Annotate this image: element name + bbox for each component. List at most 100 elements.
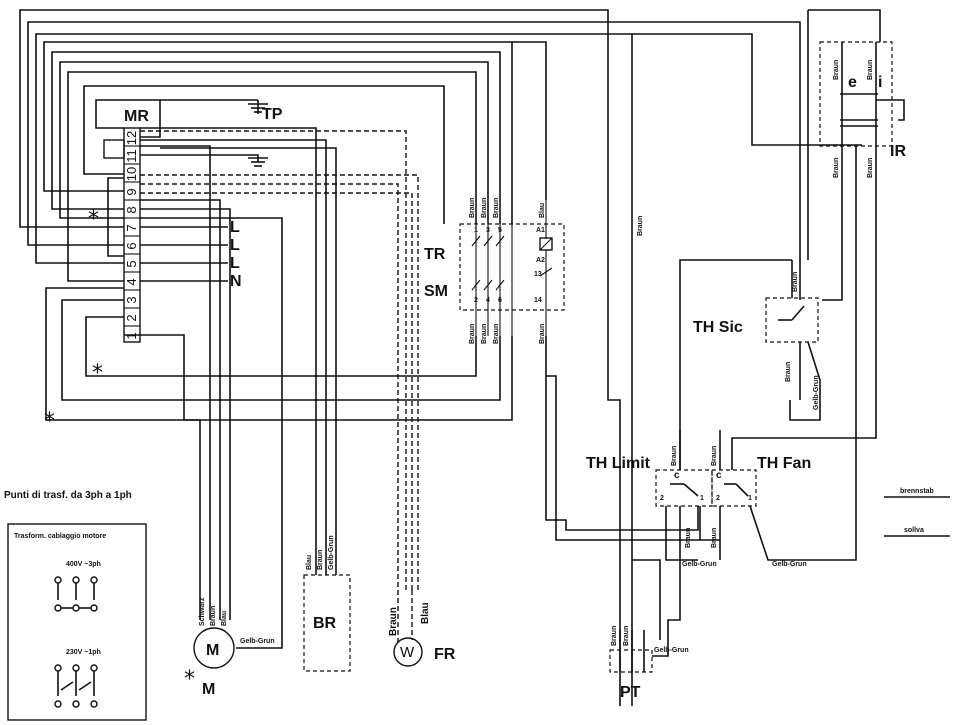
conversion-note: Punti di trasf. da 3ph a 1ph: [4, 490, 132, 501]
wire-label-braun-ir-1: Braun: [833, 60, 840, 80]
asterisk-marker-3: *: [88, 207, 99, 232]
th-limit-label: TH Limit: [586, 455, 651, 472]
th-fan-pin-1: 1: [748, 495, 752, 502]
legend-top-label: brennstab: [900, 488, 934, 495]
wire-label-braun-6: Braun: [493, 324, 500, 344]
wire-label-braun-1: Braun: [469, 198, 476, 218]
legend-bottom-label: sollva: [904, 527, 924, 534]
br-label: BR: [313, 615, 337, 632]
pin-5: 5: [498, 227, 502, 234]
m-label: M: [202, 681, 215, 698]
mr-label: MR: [124, 108, 149, 125]
legend: [884, 496, 950, 537]
pin-2: 2: [474, 297, 478, 304]
wire-label-braun-3: Braun: [493, 198, 500, 218]
wire-bundle-left: [19, 9, 862, 706]
wire-label-braun-fr: Braun: [388, 607, 399, 636]
motor-box-400v: 400V ~3ph: [66, 561, 101, 568]
pin-13: 13: [534, 271, 542, 278]
wire-label-blau-br: Blau: [306, 555, 313, 570]
wire-label-gelb-gruen-fan: Gelb-Grun: [772, 561, 807, 568]
wire-label-braun-limit-2: Braun: [685, 528, 692, 548]
right-vertical-wires: [631, 34, 877, 706]
wire-label-blau-fr: Blau: [420, 602, 431, 624]
wire-label-braun-sic-1: Braun: [792, 272, 799, 292]
component-ir: [807, 9, 905, 260]
wire-label-braun-ir-4: Braun: [867, 158, 874, 178]
terminal-2: 2: [124, 314, 139, 321]
ground-tp: [95, 99, 268, 138]
supply-lines: [140, 226, 228, 282]
supply-n-label: N: [230, 273, 242, 290]
terminal-3: 3: [124, 296, 139, 303]
terminal-9: 9: [124, 188, 139, 195]
th-fan-label: TH Fan: [757, 455, 811, 472]
wire-label-braun-fan-2: Braun: [711, 528, 718, 548]
component-br: [140, 127, 351, 672]
pin-4: 4: [486, 297, 490, 304]
wire-label-braun-limit: Braun: [671, 446, 678, 466]
wire-label-braun-pt-1: Braun: [611, 626, 618, 646]
fan-symbol-letter: W: [400, 644, 415, 661]
ground-symbol: [140, 154, 268, 167]
component-pt: [609, 630, 669, 673]
th-fan-pin-2: 2: [716, 495, 720, 502]
asterisk-marker-1: *: [92, 361, 103, 386]
wire-label-braun-main: Braun: [637, 216, 644, 236]
pin-a1: A1: [536, 227, 545, 234]
terminal-1: 1: [124, 332, 139, 339]
motor-symbol-letter: M: [206, 642, 219, 659]
component-fr: [393, 590, 423, 667]
pt-label: PT: [620, 684, 641, 701]
thermostat-th-limit-fan: [545, 145, 857, 650]
wire-label-gelb-gruen-br: Gelb-Grun: [328, 535, 335, 570]
wire-label-gelb-gruen-sic: Gelb-Grun: [813, 375, 820, 410]
th-fan-c-label: c: [716, 470, 722, 481]
terminal-7: 7: [124, 224, 139, 231]
pin-a2: A2: [536, 257, 545, 264]
pin-1: 1: [474, 227, 478, 234]
wire-label-braun-ir-2: Braun: [867, 60, 874, 80]
wire-label-braun-sic-2: Braun: [785, 362, 792, 382]
ir-i-label: i: [878, 74, 882, 91]
supply-l2-label: L: [230, 237, 240, 254]
terminal-11: 11: [124, 149, 139, 163]
wire-label-braun-pt-2: Braun: [623, 626, 630, 646]
terminal-12: 12: [124, 131, 139, 145]
pin-6: 6: [498, 297, 502, 304]
wire-label-braun-7: Braun: [539, 324, 546, 344]
sm-label: SM: [424, 283, 448, 300]
terminal-5: 5: [124, 260, 139, 267]
wire-label-braun-fan: Braun: [711, 446, 718, 466]
th-limit-pin-2: 2: [660, 495, 664, 502]
supply-l1-label: L: [230, 219, 240, 236]
th-limit-c-label: c: [674, 470, 680, 481]
bridge-loops: [45, 287, 513, 421]
wire-label-gelb-gruen-motor: Gelb-Grun: [240, 638, 275, 645]
wire-label-schwarz: Schwarz: [199, 597, 206, 626]
terminal-4: 4: [124, 278, 139, 285]
coil-wire: [512, 41, 547, 200]
pin-14: 14: [534, 297, 542, 304]
th-limit-pin-1: 1: [700, 495, 704, 502]
wire-label-gelb-gruen-limit: Gelb-Grun: [682, 561, 717, 568]
ir-e-label: e: [848, 74, 857, 91]
wire-label-braun-5: Braun: [481, 324, 488, 344]
wire-label-gelb-gruen-pt: Gelb-Grun: [654, 647, 689, 654]
dashed-wires: [140, 130, 419, 590]
contactor-tr-sm: [459, 200, 565, 336]
terminal-10: 10: [124, 167, 139, 181]
motor-m: [124, 145, 283, 669]
thermostat-th-sic: [679, 259, 821, 470]
wire-label-braun-motor: Braun: [210, 606, 217, 626]
terminal-8: 8: [124, 206, 139, 213]
motor-wiring-box: [7, 523, 147, 721]
tr-label: TR: [424, 246, 446, 263]
supply-l3-label: L: [230, 255, 240, 272]
terminal-6: 6: [124, 242, 139, 249]
terminal-block-mr: 12 11 10 9 8 7 6 5 4 3 2 1: [103, 127, 141, 343]
pin-3: 3: [486, 227, 490, 234]
asterisk-marker-motor: *: [184, 667, 195, 692]
wire-label-braun-br: Braun: [317, 550, 324, 570]
